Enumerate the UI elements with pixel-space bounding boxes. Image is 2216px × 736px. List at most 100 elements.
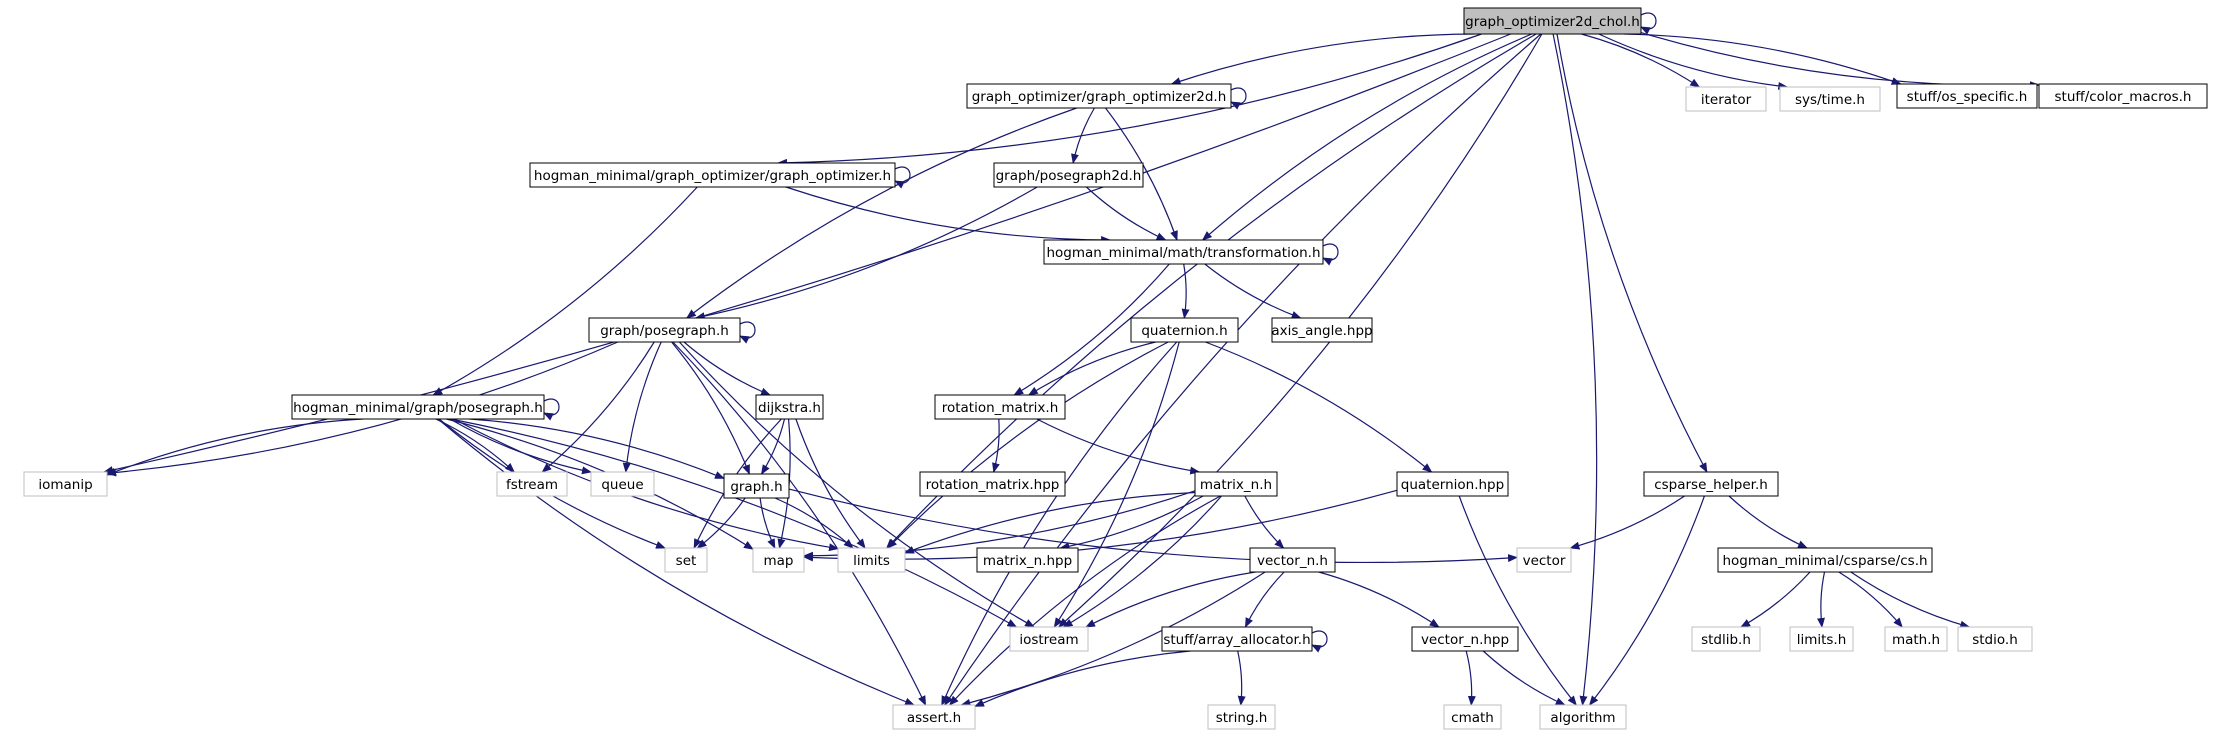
node-asserth: assert.h	[892, 704, 976, 730]
node-set: set	[664, 547, 708, 573]
node-matnhpp[interactable]: matrix_n.hpp	[976, 547, 1079, 573]
node-quathpp[interactable]: quaternion.hpp	[1396, 471, 1509, 497]
edge-quathpp-to-algorithm	[1458, 495, 1577, 706]
node-matn[interactable]: matrix_n.h	[1194, 471, 1278, 497]
node-label-cmath: cmath	[1451, 710, 1494, 726]
node-box-set	[664, 547, 708, 573]
node-box-hmpg	[291, 394, 545, 420]
node-box-graphh	[723, 473, 790, 499]
node-pg2d[interactable]: graph/posegraph2d.h	[993, 162, 1144, 188]
node-hmgo[interactable]: hogman_minimal/graph_optimizer/graph_opt…	[529, 162, 896, 188]
node-label-set: set	[676, 553, 697, 569]
edge-vecn-to-arralloc	[1244, 571, 1285, 628]
node-queue: queue	[590, 471, 655, 497]
node-box-cmath	[1443, 704, 1502, 730]
node-box-limitsh	[1789, 626, 1854, 652]
node-box-cs	[1717, 547, 1933, 573]
node-pg[interactable]: graph/posegraph.h	[588, 317, 741, 343]
dependency-edges	[103, 12, 2040, 707]
edge-arralloc-to-arralloc	[1311, 630, 1328, 653]
node-rotm[interactable]: rotation_matrix.h	[934, 394, 1066, 420]
node-csph[interactable]: csparse_helper.h	[1643, 471, 1779, 497]
node-mathh: math.h	[1884, 626, 1948, 652]
node-dijk[interactable]: dijkstra.h	[755, 394, 824, 420]
edge-hmpg-to-iostream	[450, 418, 1018, 628]
edge-go2d-to-go2d	[1230, 87, 1247, 110]
node-box-stringh	[1207, 704, 1276, 730]
edge-quat-to-asserth	[941, 341, 1178, 706]
node-graphh[interactable]: graph.h	[723, 473, 790, 499]
edge-root-to-colm	[1640, 32, 2040, 90]
edge-hmpg-to-iomanip	[106, 418, 364, 476]
edge-root-to-iomanip	[103, 33, 1511, 474]
node-transf[interactable]: hogman_minimal/math/transformation.h	[1043, 239, 1324, 265]
node-label-arralloc: stuff/array_allocator.h	[1163, 632, 1310, 648]
node-label-matnhpp: matrix_n.hpp	[983, 553, 1072, 569]
node-axis[interactable]: axis_angle.hpp	[1271, 317, 1373, 343]
edge-graphh-to-set	[696, 497, 746, 549]
edge-cs-to-mathh	[1838, 571, 1903, 628]
node-box-colm	[2038, 83, 2208, 109]
edge-quat-to-limits	[887, 341, 1169, 549]
node-label-stringh: string.h	[1216, 710, 1268, 726]
node-box-systime	[1779, 86, 1881, 112]
node-vecnhpp[interactable]: vector_n.hpp	[1411, 626, 1519, 652]
node-label-root: graph_optimizer2d_chol.h	[1465, 14, 1640, 30]
edge-pg-to-iomanip	[106, 341, 619, 477]
node-cs[interactable]: hogman_minimal/csparse/cs.h	[1717, 547, 1933, 573]
node-root[interactable]: graph_optimizer2d_chol.h	[1463, 7, 1642, 35]
edge-vecnhpp-to-cmath	[1465, 650, 1476, 706]
edge-pg2d-to-transf	[1085, 186, 1167, 241]
edge-transf-to-axis	[1204, 263, 1302, 319]
node-box-vecnhpp	[1411, 626, 1519, 652]
edge-pg-to-fstream	[541, 341, 655, 473]
edge-hmpg-to-graphh	[469, 418, 725, 479]
edge-hmgo-to-hmpg	[432, 186, 698, 396]
node-iterator: iterator	[1685, 86, 1767, 112]
node-box-matn	[1194, 471, 1278, 497]
edge-vecn-to-vecnhpp	[1318, 571, 1440, 628]
node-ossp[interactable]: stuff/os_specific.h	[1896, 83, 2038, 109]
node-box-transf	[1043, 239, 1324, 265]
node-vecn[interactable]: vector_n.h	[1249, 547, 1336, 573]
edge-pg-to-asserth	[672, 341, 927, 706]
edge-quat-to-quathpp	[1205, 341, 1433, 473]
node-hmpg[interactable]: hogman_minimal/graph/posegraph.h	[291, 394, 545, 420]
node-box-axis	[1271, 317, 1373, 343]
node-box-stdioh	[1957, 626, 2033, 652]
node-colm[interactable]: stuff/color_macros.h	[2038, 83, 2208, 109]
node-label-iostream: iostream	[1019, 632, 1078, 648]
node-label-csph: csparse_helper.h	[1654, 477, 1768, 493]
node-label-rotm: rotation_matrix.h	[942, 400, 1059, 416]
edge-dijk-to-graphh	[760, 418, 786, 475]
node-box-arralloc	[1161, 626, 1313, 652]
edge-quat-to-rotm	[1027, 341, 1156, 396]
node-box-fstream	[496, 471, 568, 497]
node-label-stdlibh: stdlib.h	[1701, 632, 1751, 648]
node-go2d[interactable]: graph_optimizer/graph_optimizer2d.h	[966, 83, 1232, 109]
edge-hmgo-to-transf	[785, 186, 1112, 244]
node-label-transf: hogman_minimal/math/transformation.h	[1046, 245, 1320, 261]
edge-rotm-to-rotmhpp	[992, 418, 1000, 473]
file-nodes: graph_optimizer2d_chol.h graph_optimizer/…	[23, 7, 2208, 730]
node-label-iterator: iterator	[1701, 92, 1752, 108]
node-label-vector: vector	[1523, 553, 1566, 569]
edge-root-to-systime	[1598, 33, 1789, 90]
node-label-stdioh: stdio.h	[1972, 632, 2018, 648]
node-label-graphh: graph.h	[730, 479, 782, 495]
node-label-ossp: stuff/os_specific.h	[1907, 89, 2028, 105]
node-rotmhpp[interactable]: rotation_matrix.hpp	[919, 471, 1066, 497]
node-label-algorithm: algorithm	[1550, 710, 1615, 726]
node-quat[interactable]: quaternion.h	[1130, 317, 1239, 343]
node-box-vecn	[1249, 547, 1336, 573]
node-box-quat	[1130, 317, 1239, 343]
edge-root-to-asserth	[944, 33, 1542, 706]
node-vector: vector	[1516, 547, 1572, 573]
edge-transf-to-quat	[1181, 263, 1190, 319]
edge-matn-to-vecn	[1244, 495, 1285, 549]
edge-cs-to-stdioh	[1850, 571, 1971, 629]
node-arralloc[interactable]: stuff/array_allocator.h	[1161, 626, 1313, 652]
node-box-ossp	[1896, 83, 2038, 109]
edge-dijk-to-limits	[795, 418, 866, 549]
edge-arralloc-to-stringh	[1237, 650, 1246, 706]
